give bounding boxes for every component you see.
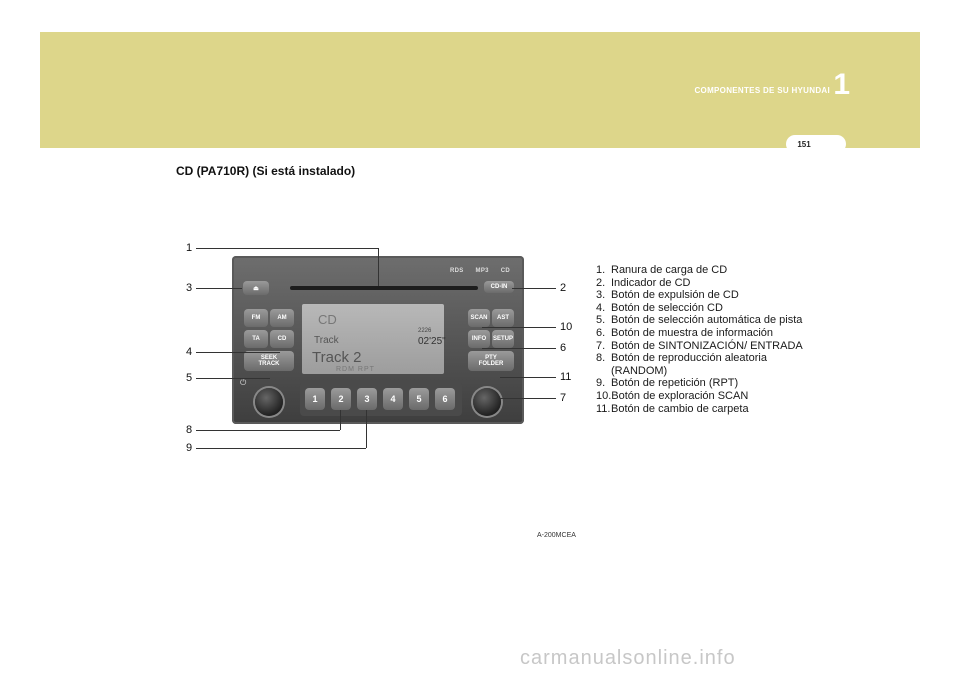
eject-icon: ⏏ — [253, 285, 259, 292]
callout-11: 11 — [560, 371, 572, 383]
fm-button[interactable]: FM — [244, 309, 268, 327]
callout-5: 5 — [186, 372, 193, 384]
callout-2: 2 — [560, 282, 567, 294]
cd-in-indicator: CD-IN — [484, 281, 514, 293]
eject-button[interactable]: ⏏ — [243, 281, 269, 295]
callout-3: 3 — [186, 282, 193, 294]
callout-line-5 — [196, 378, 270, 379]
badge-group: RDS MP3 CD — [450, 268, 510, 274]
watermark: carmanualsonline.info — [520, 647, 736, 669]
callout-7: 7 — [560, 392, 567, 404]
callout-line-3 — [196, 288, 242, 289]
preset-button-1[interactable]: 1 — [305, 388, 325, 410]
display-mode: RDM RPT — [336, 366, 375, 373]
callout-6: 6 — [560, 342, 567, 354]
display-track-label: Track — [314, 335, 339, 346]
callout-line-1-drop — [378, 248, 379, 286]
page-tab — [786, 135, 846, 153]
callout-line-1 — [196, 248, 378, 249]
power-icon: ⏻ — [240, 378, 247, 387]
callout-line-8 — [196, 430, 340, 431]
legend-item: 5.Botón de selección automática de pista — [596, 314, 803, 327]
callout-4: 4 — [186, 346, 193, 358]
header-band — [40, 32, 920, 148]
legend-item: 3.Botón de expulsión de CD — [596, 289, 739, 302]
callout-line-11 — [500, 377, 556, 378]
figure-code: A-200MCEA — [537, 532, 576, 539]
preset-button-6[interactable]: 6 — [435, 388, 455, 410]
legend-item: 11.Botón de cambio de carpeta — [596, 402, 749, 415]
legend-item: 2.Indicador de CD — [596, 276, 691, 289]
callout-line-7 — [500, 398, 556, 399]
callout-line-6 — [482, 348, 556, 349]
legend-item: 9.Botón de repetición (RPT) — [596, 377, 739, 390]
callout-10: 10 — [560, 321, 573, 333]
callout-8: 8 — [186, 424, 193, 436]
section-title: CD (PA710R) (Si está instalado) — [176, 164, 356, 178]
legend-list: 1.Ranura de carga de CD 2.Indicador de C… — [596, 264, 806, 415]
display-time: 02'25" — [418, 336, 446, 347]
preset-button-4[interactable]: 4 — [383, 388, 403, 410]
callout-line-8-drop — [340, 410, 341, 430]
cd-badge: CD — [500, 268, 511, 274]
callout-line-9-drop — [366, 410, 367, 448]
tune-enter-knob[interactable] — [473, 388, 501, 416]
chapter-title: COMPONENTES DE SU HYUNDAI — [694, 86, 830, 95]
display-source: CD — [318, 312, 337, 327]
legend-item: 8.Botón de reproducción aleatoria (RANDO… — [596, 352, 767, 377]
ast-button[interactable]: AST — [492, 309, 514, 327]
scan-button[interactable]: SCAN — [468, 309, 490, 327]
callout-line-4 — [196, 352, 280, 353]
chapter-number: 1 — [833, 68, 850, 101]
seek-track-button[interactable]: SEEK TRACK — [244, 351, 294, 371]
callout-line-9 — [196, 448, 366, 449]
page-number: 151 — [797, 140, 811, 149]
pty-folder-button[interactable]: PTY FOLDER — [468, 351, 514, 371]
am-button[interactable]: AM — [270, 309, 294, 327]
preset-button-5[interactable]: 5 — [409, 388, 429, 410]
mp3-badge: MP3 — [475, 268, 489, 274]
cd-slot — [290, 286, 478, 290]
cd-button[interactable]: CD — [270, 330, 294, 348]
callout-line-10 — [482, 327, 556, 328]
preset-button-3[interactable]: 3 — [357, 388, 377, 410]
display-track-name: Track 2 — [312, 349, 362, 366]
callout-line-2 — [512, 288, 556, 289]
legend-item: 10.Botón de exploración SCAN — [596, 389, 749, 402]
lcd-display — [302, 304, 444, 374]
info-button[interactable]: INFO — [468, 330, 490, 348]
callout-1: 1 — [186, 242, 193, 254]
legend-item: 7.Botón de SINTONIZACIÓN/ ENTRADA — [596, 339, 803, 352]
legend-item: 6.Botón de muestra de información — [596, 326, 774, 339]
ta-button[interactable]: TA — [244, 330, 268, 348]
rds-badge: RDS — [450, 268, 464, 274]
display-info: 2226 — [418, 328, 432, 334]
callout-9: 9 — [186, 442, 193, 454]
setup-button[interactable]: SETUP — [492, 330, 514, 348]
preset-button-2[interactable]: 2 — [331, 388, 351, 410]
legend-item: 4.Botón de selección CD — [596, 301, 723, 314]
power-volume-knob[interactable] — [255, 388, 283, 416]
legend-item: 1.Ranura de carga de CD — [596, 264, 728, 276]
